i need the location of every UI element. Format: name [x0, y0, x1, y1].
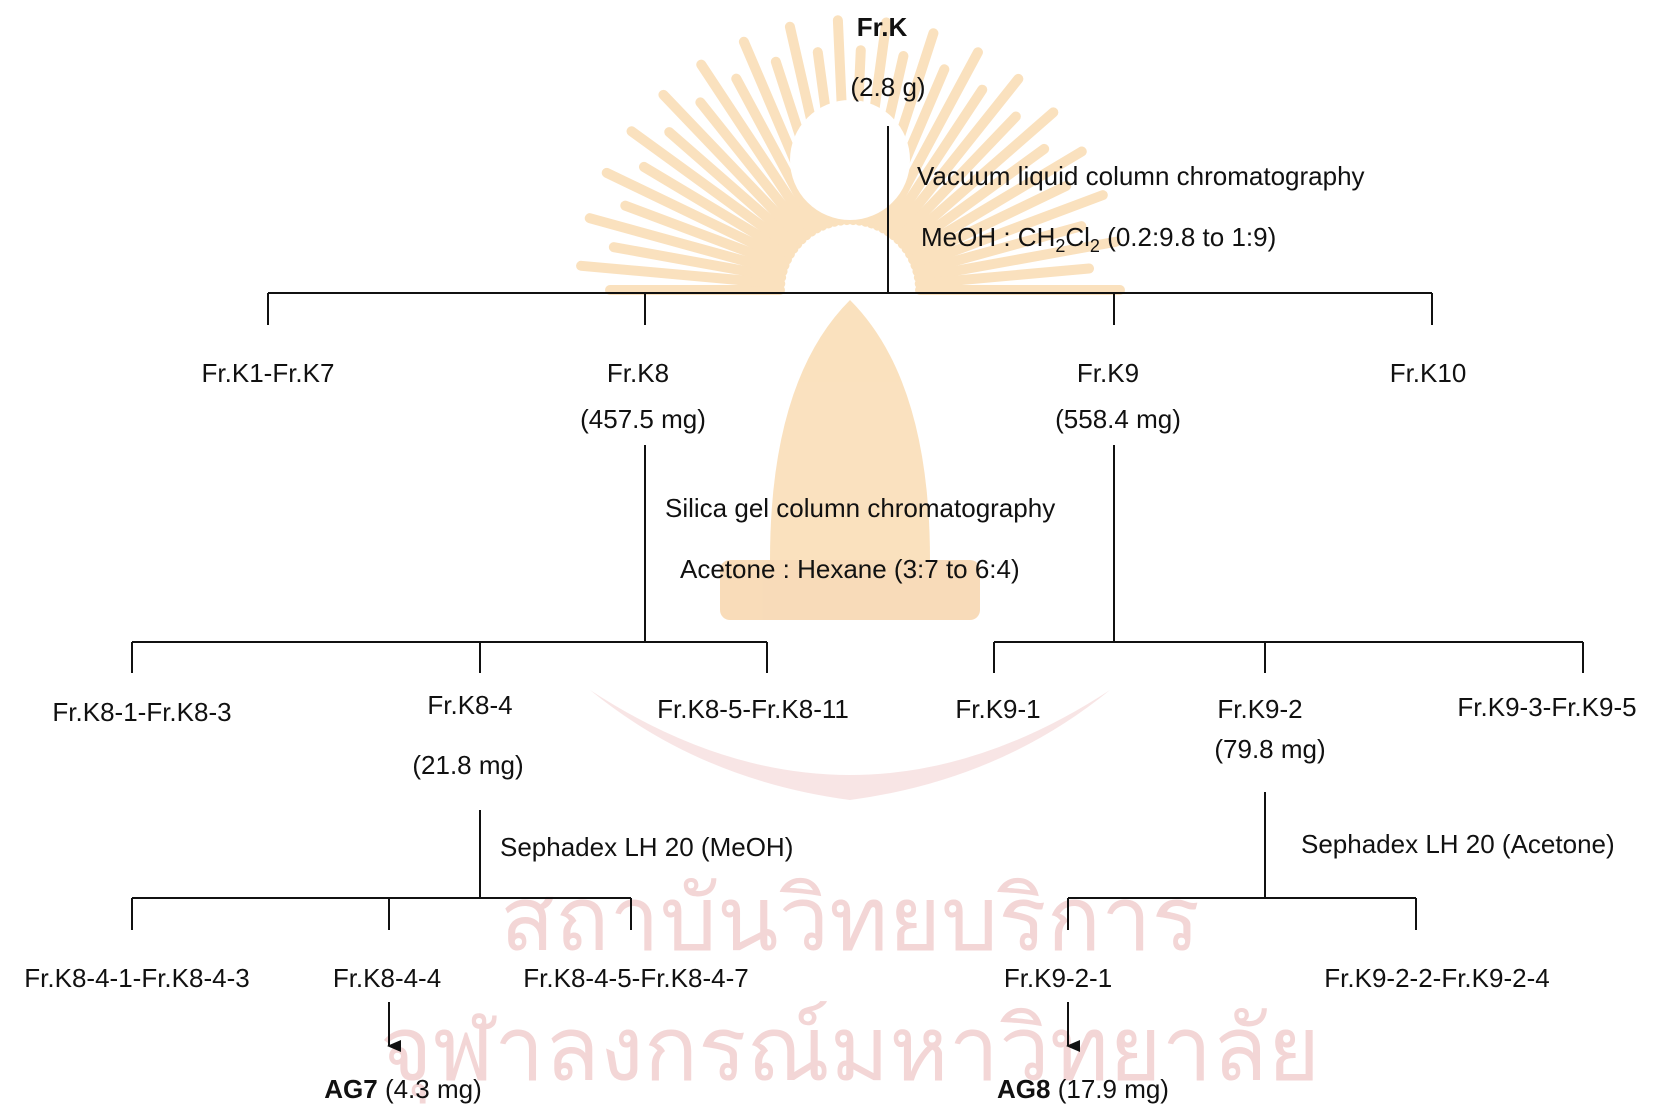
- seal-ray: [696, 59, 817, 237]
- step3-left-method: Sephadex LH 20 (MeOH): [500, 832, 794, 862]
- seal-ray: [897, 107, 1059, 249]
- product-ag8-name: AG8: [997, 1074, 1051, 1104]
- seal-ray: [576, 260, 786, 289]
- seal-ray: [658, 89, 807, 245]
- product-ag8: AG8 (17.9 mg): [997, 1074, 1169, 1104]
- fraction-k8-4-name: Fr.K8-4: [427, 690, 513, 720]
- seal-ray: [731, 73, 822, 234]
- fraction-k9-2-2-k9-2-4: Fr.K9-2-2-Fr.K9-2-4: [1324, 963, 1550, 993]
- seal-ray: [910, 190, 1108, 271]
- seal-ray: [901, 143, 1050, 254]
- fraction-k9-2-1: Fr.K9-2-1: [1003, 963, 1113, 993]
- seal-ray: [878, 47, 983, 234]
- seal-ray: [601, 167, 792, 265]
- seal-ray: [912, 221, 1087, 277]
- watermark-line-1: สถาบันวิทยบริการ: [500, 867, 1200, 972]
- step3-right-method: Sephadex LH 20 (Acetone): [1301, 829, 1615, 859]
- fraction-k9-3-k9-5: Fr.K9-3-Fr.K9-5: [1457, 692, 1637, 722]
- step1-method: Vacuum liquid column chromatography: [917, 161, 1365, 191]
- fraction-k8-name: Fr.K8: [606, 358, 670, 388]
- fraction-k8-mass: (457.5 mg): [580, 404, 706, 434]
- fraction-k10: Fr.K10: [1389, 358, 1467, 388]
- seal-base: [720, 560, 980, 620]
- seal-ray: [888, 73, 1024, 241]
- step2-method: Silica gel column chromatography: [665, 493, 1056, 523]
- product-ag8-mass: (17.9 mg): [1050, 1074, 1169, 1104]
- seal-ray: [608, 242, 787, 283]
- fraction-k9-2-mass: (79.8 mg): [1214, 734, 1326, 764]
- fraction-k8-4-5-k8-4-7: Fr.K8-4-5-Fr.K8-4-7: [523, 963, 749, 993]
- root-fraction-mass: (2.8 g): [850, 72, 926, 102]
- fraction-k8-4-4: Fr.K8-4-4: [332, 963, 442, 993]
- fraction-k8-4-1-k8-4-3: Fr.K8-4-1-Fr.K8-4-3: [24, 963, 250, 993]
- seal-ray: [664, 127, 803, 249]
- watermark-line-2: จุฬาลงกรณ์มหาวิทยาลัย: [380, 997, 1320, 1104]
- seal-ray: [914, 263, 1095, 289]
- seal-ray: [626, 126, 799, 254]
- seal-ribbon: [590, 690, 1110, 800]
- fraction-k9-2-name: Fr.K9-2: [1217, 694, 1303, 724]
- product-ag7-name: AG7: [324, 1074, 378, 1104]
- fraction-k1-k7: Fr.K1-Fr.K7: [201, 358, 335, 388]
- seal-ray: [638, 161, 795, 260]
- fraction-k8-4-mass: (21.8 mg): [412, 750, 524, 780]
- product-ag7: AG7 (4.3 mg): [324, 1074, 482, 1104]
- seal-ray: [883, 84, 988, 237]
- seal-crown: [770, 300, 930, 560]
- seal-ray: [695, 97, 812, 241]
- fraction-k9-1: Fr.K9-1: [955, 694, 1041, 724]
- seal-ray: [913, 236, 1121, 283]
- product-ag7-mass: (4.3 mg): [377, 1074, 482, 1104]
- seal-ray: [908, 180, 1072, 265]
- fraction-k8-1-k8-3: Fr.K8-1-Fr.K8-3: [52, 697, 232, 727]
- step2-solvent: Acetone : Hexane (3:7 to 6:4): [680, 554, 1020, 584]
- root-fraction-name: Fr.K: [856, 12, 908, 42]
- fraction-k9-name: Fr.K9: [1076, 358, 1140, 388]
- fraction-k8-5-k8-11: Fr.K8-5-Fr.K8-11: [657, 694, 849, 724]
- step1-solvent: MeOH : CH2Cl2 (0.2:9.8 to 1:9): [921, 222, 1277, 257]
- seal-halo: [790, 100, 910, 220]
- seal-ray: [620, 200, 790, 271]
- seal-ray: [893, 111, 1021, 245]
- seal-ray: [584, 213, 788, 277]
- fraction-k9-mass: (558.4 mg): [1055, 404, 1181, 434]
- seal-ray: [905, 146, 1087, 260]
